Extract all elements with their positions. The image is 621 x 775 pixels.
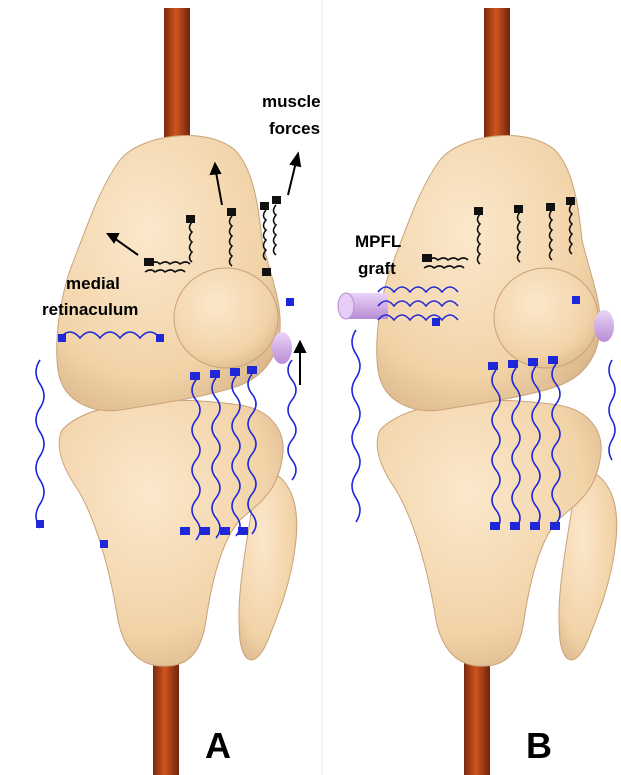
muscle-spring-6-a: [274, 205, 277, 255]
retinaculum-label-a: retinaculum: [42, 300, 138, 319]
panel-letter-b: B: [526, 725, 552, 766]
lateral-ligament-spring-b: [609, 360, 615, 460]
panel-b: MPFL graft B: [338, 8, 617, 775]
panel-a: muscle forces medial retinaculum A: [36, 8, 321, 775]
force-arrow-3-a: [288, 162, 296, 195]
lateral-ligament-spring-a: [288, 360, 296, 480]
mpfl-graft-cylinder: [338, 293, 388, 319]
patella-b: [494, 268, 598, 368]
panel-letter-a: A: [205, 725, 231, 766]
patella-a: [174, 268, 278, 368]
mpfl-label: MPFL: [355, 232, 401, 251]
muscle-label-a: muscle: [262, 92, 321, 111]
medial-ligament-spring-b: [352, 330, 360, 522]
graft-label: graft: [358, 259, 396, 278]
forces-label-a: forces: [269, 119, 320, 138]
rod-bottom-a: [153, 650, 179, 775]
graft-stub-a: [272, 332, 292, 364]
graft-stub-b: [594, 310, 614, 342]
medial-ligament-spring-a: [36, 360, 44, 528]
rod-bottom-b: [464, 650, 490, 775]
medial-label-a: medial: [66, 274, 120, 293]
